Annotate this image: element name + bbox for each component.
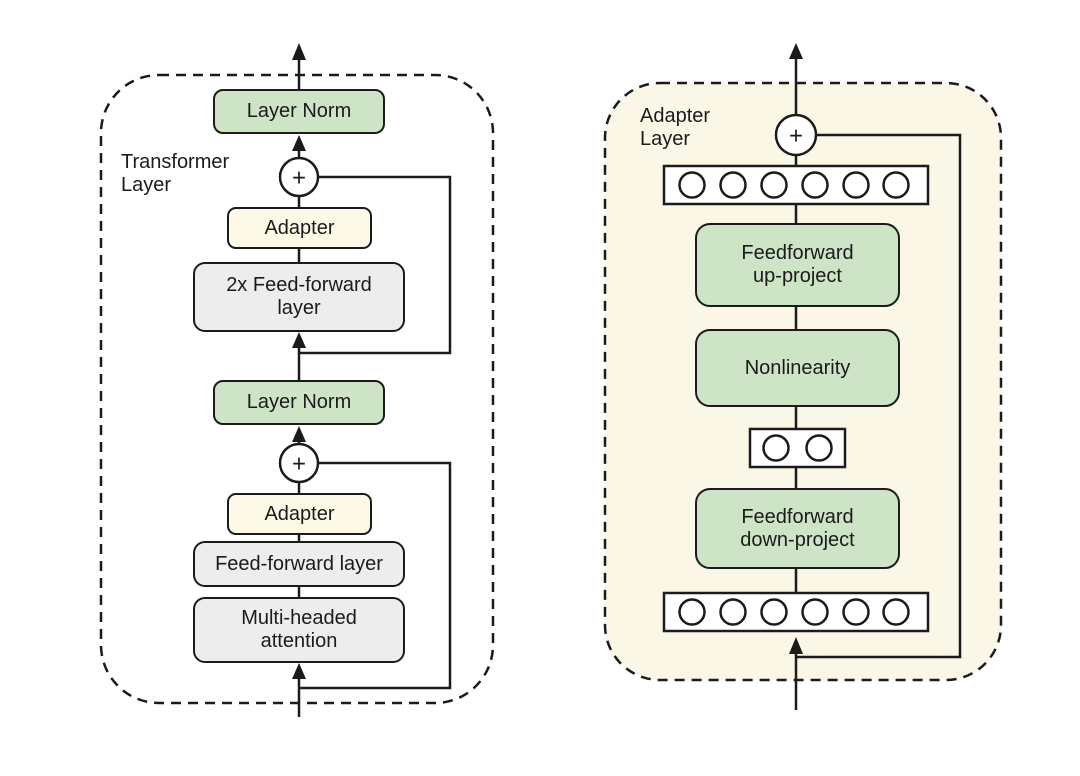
- right-add-symbol: +: [789, 123, 803, 150]
- left-upper-skip-connection: [299, 175, 452, 355]
- feature-unit-icon: [801, 598, 829, 626]
- feed-forward-2x-box: 2x Feed-forward layer: [193, 262, 405, 332]
- feed-forward-box: Feed-forward layer: [193, 541, 405, 587]
- feature-unit-icon: [842, 171, 870, 199]
- left-2xff-arrowhead: [292, 332, 306, 348]
- feature-unit-icon: [882, 171, 910, 199]
- feature-unit-icon: [842, 598, 870, 626]
- left-output-arrowhead: [292, 43, 306, 60]
- left-add-node-top: [278, 156, 320, 198]
- right-add-node: [774, 113, 818, 157]
- layer-norm-top-box: Layer Norm: [213, 89, 385, 134]
- feature-unit-icon: [762, 434, 790, 462]
- left-lower-skip-connection: [299, 461, 452, 690]
- feature-unit-icon: [678, 171, 706, 199]
- left-layernorm-top-arrowhead: [292, 135, 306, 151]
- feature-unit-icon: [760, 598, 788, 626]
- feature-unit-icon: [678, 598, 706, 626]
- right-skip-connection: [797, 133, 962, 659]
- left-add-symbol-bottom: +: [292, 451, 306, 478]
- transformer-layer-label: Transformer Layer: [121, 151, 230, 196]
- left-layernorm2-arrowhead: [292, 426, 306, 442]
- feature-unit-icon: [719, 171, 747, 199]
- multi-headed-attention-box: Multi-headed attention: [193, 597, 405, 663]
- feedforward-up-project-box: Feedforward up-project: [695, 223, 900, 307]
- feature-unit-icon: [719, 598, 747, 626]
- feature-unit-icon: [801, 171, 829, 199]
- feature-unit-icon: [882, 598, 910, 626]
- layer-norm-mid-box: Layer Norm: [213, 380, 385, 425]
- left-add-node-bottom: [278, 442, 320, 484]
- nonlinearity-box: Nonlinearity: [695, 329, 900, 407]
- feature-unit-icon: [760, 171, 788, 199]
- left-add-symbol-top: +: [292, 165, 306, 192]
- adapter-top-box: Adapter: [227, 207, 372, 249]
- left-input-arrowhead: [292, 663, 306, 679]
- feedforward-down-project-box: Feedforward down-project: [695, 488, 900, 569]
- adapter-bottom-box: Adapter: [227, 493, 372, 535]
- adapter-layer-label: Adapter Layer: [640, 105, 711, 150]
- feature-unit-icon: [805, 434, 833, 462]
- transformer-layer-panel-outline: [99, 73, 495, 705]
- right-input-arrowhead: [789, 637, 803, 654]
- right-output-arrowhead: [789, 43, 803, 59]
